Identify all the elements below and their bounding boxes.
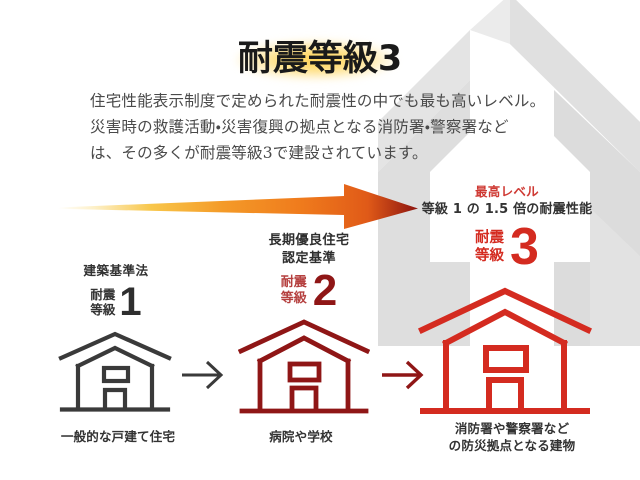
grade1-label: 耐震 等級 [90,287,115,317]
grade2-label-line1: 耐震 [280,275,307,290]
grade3-label-line1: 耐震 [475,230,505,246]
arrow-right-icon-2 [382,360,424,390]
grade3-label-line2: 等級 [475,248,505,264]
house-icon-grade2 [238,319,370,414]
bottom-caption-2: 病院や学校 [226,428,376,445]
grade-column-3: 最高レベル 等級 1 の 1.5 倍の耐震性能 耐震 等級 3 [398,183,616,276]
grade2-number: 2 [312,266,338,315]
grade3-top-label: 最高レベル [474,184,539,199]
house-icon-grade1 [58,331,172,412]
lead-line-2: 災害時の救護活動・災害復興の拠点となる消防署・警察署など [90,118,509,136]
grade-column-1: 建築基準法 耐震 等級 1 [36,262,196,324]
grade3-label: 耐震 等級 [475,229,504,265]
lead-paragraph: 住宅性能表示制度で定められた耐震性の中でも最も高いレベル。 災害時の救護活動・災… [90,88,560,166]
lead-line-3: は、その多くが耐震等級3で建設されています。 [90,144,428,162]
grade3-rating: 耐震 等級 3 [398,218,616,276]
arrow-right-icon-1 [182,360,224,390]
house-icon-grade3 [418,287,592,414]
grade2-label-line2: 等級 [280,291,307,306]
bottom-caption-1-line1: 一般的な戸建て住宅 [60,429,176,444]
bottom-caption-3-line2: の防災拠点となる建物 [448,438,576,453]
bottom-caption-1: 一般的な戸建て住宅 [28,428,208,445]
grade1-rating: 耐震 等級 1 [36,280,196,324]
grade1-number: 1 [119,280,142,324]
title-glow [236,40,396,80]
grade2-caption-line1: 長期優良住宅 [268,233,350,248]
grade2-caption-line2: 認定基準 [281,251,336,266]
lead-line-1: 住宅性能表示制度で定められた耐震性の中でも最も高いレベル。 [90,92,546,110]
grade3-subtitle: 等級 1 の 1.5 倍の耐震性能 [421,202,593,217]
bottom-caption-3: 消防署や警察署など の防災拠点となる建物 [406,420,618,454]
grade2-rating: 耐震 等級 2 [224,266,394,315]
bottom-caption-3-line1: 消防署や警察署など [454,421,570,436]
grade1-label-line1: 耐震 [90,287,116,302]
grade1-caption: 建築基準法 [83,263,149,278]
grade-column-2: 長期優良住宅 認定基準 耐震 等級 2 [224,232,394,315]
grade2-label: 耐震 等級 [281,275,307,307]
page-title: 耐震等級3 [237,39,403,79]
page-title-wrap: 耐震等級3 [0,30,640,81]
grade1-label-line2: 等級 [90,302,116,317]
grade3-number: 3 [510,218,539,276]
bottom-caption-2-line1: 病院や学校 [269,429,333,444]
gradient-arrow-right-icon [58,184,418,229]
